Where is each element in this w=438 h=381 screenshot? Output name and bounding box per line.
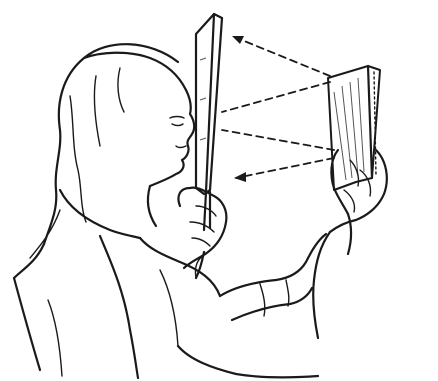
- woman-hair: [14, 44, 186, 278]
- arrow-head-icon: [232, 36, 244, 44]
- raised-arm: [220, 234, 326, 320]
- sight-lines: [222, 36, 334, 182]
- far-mirror: [328, 66, 380, 190]
- arrow-head-icon: [234, 172, 246, 182]
- woman-face: [150, 90, 194, 186]
- woman-body: [14, 186, 318, 378]
